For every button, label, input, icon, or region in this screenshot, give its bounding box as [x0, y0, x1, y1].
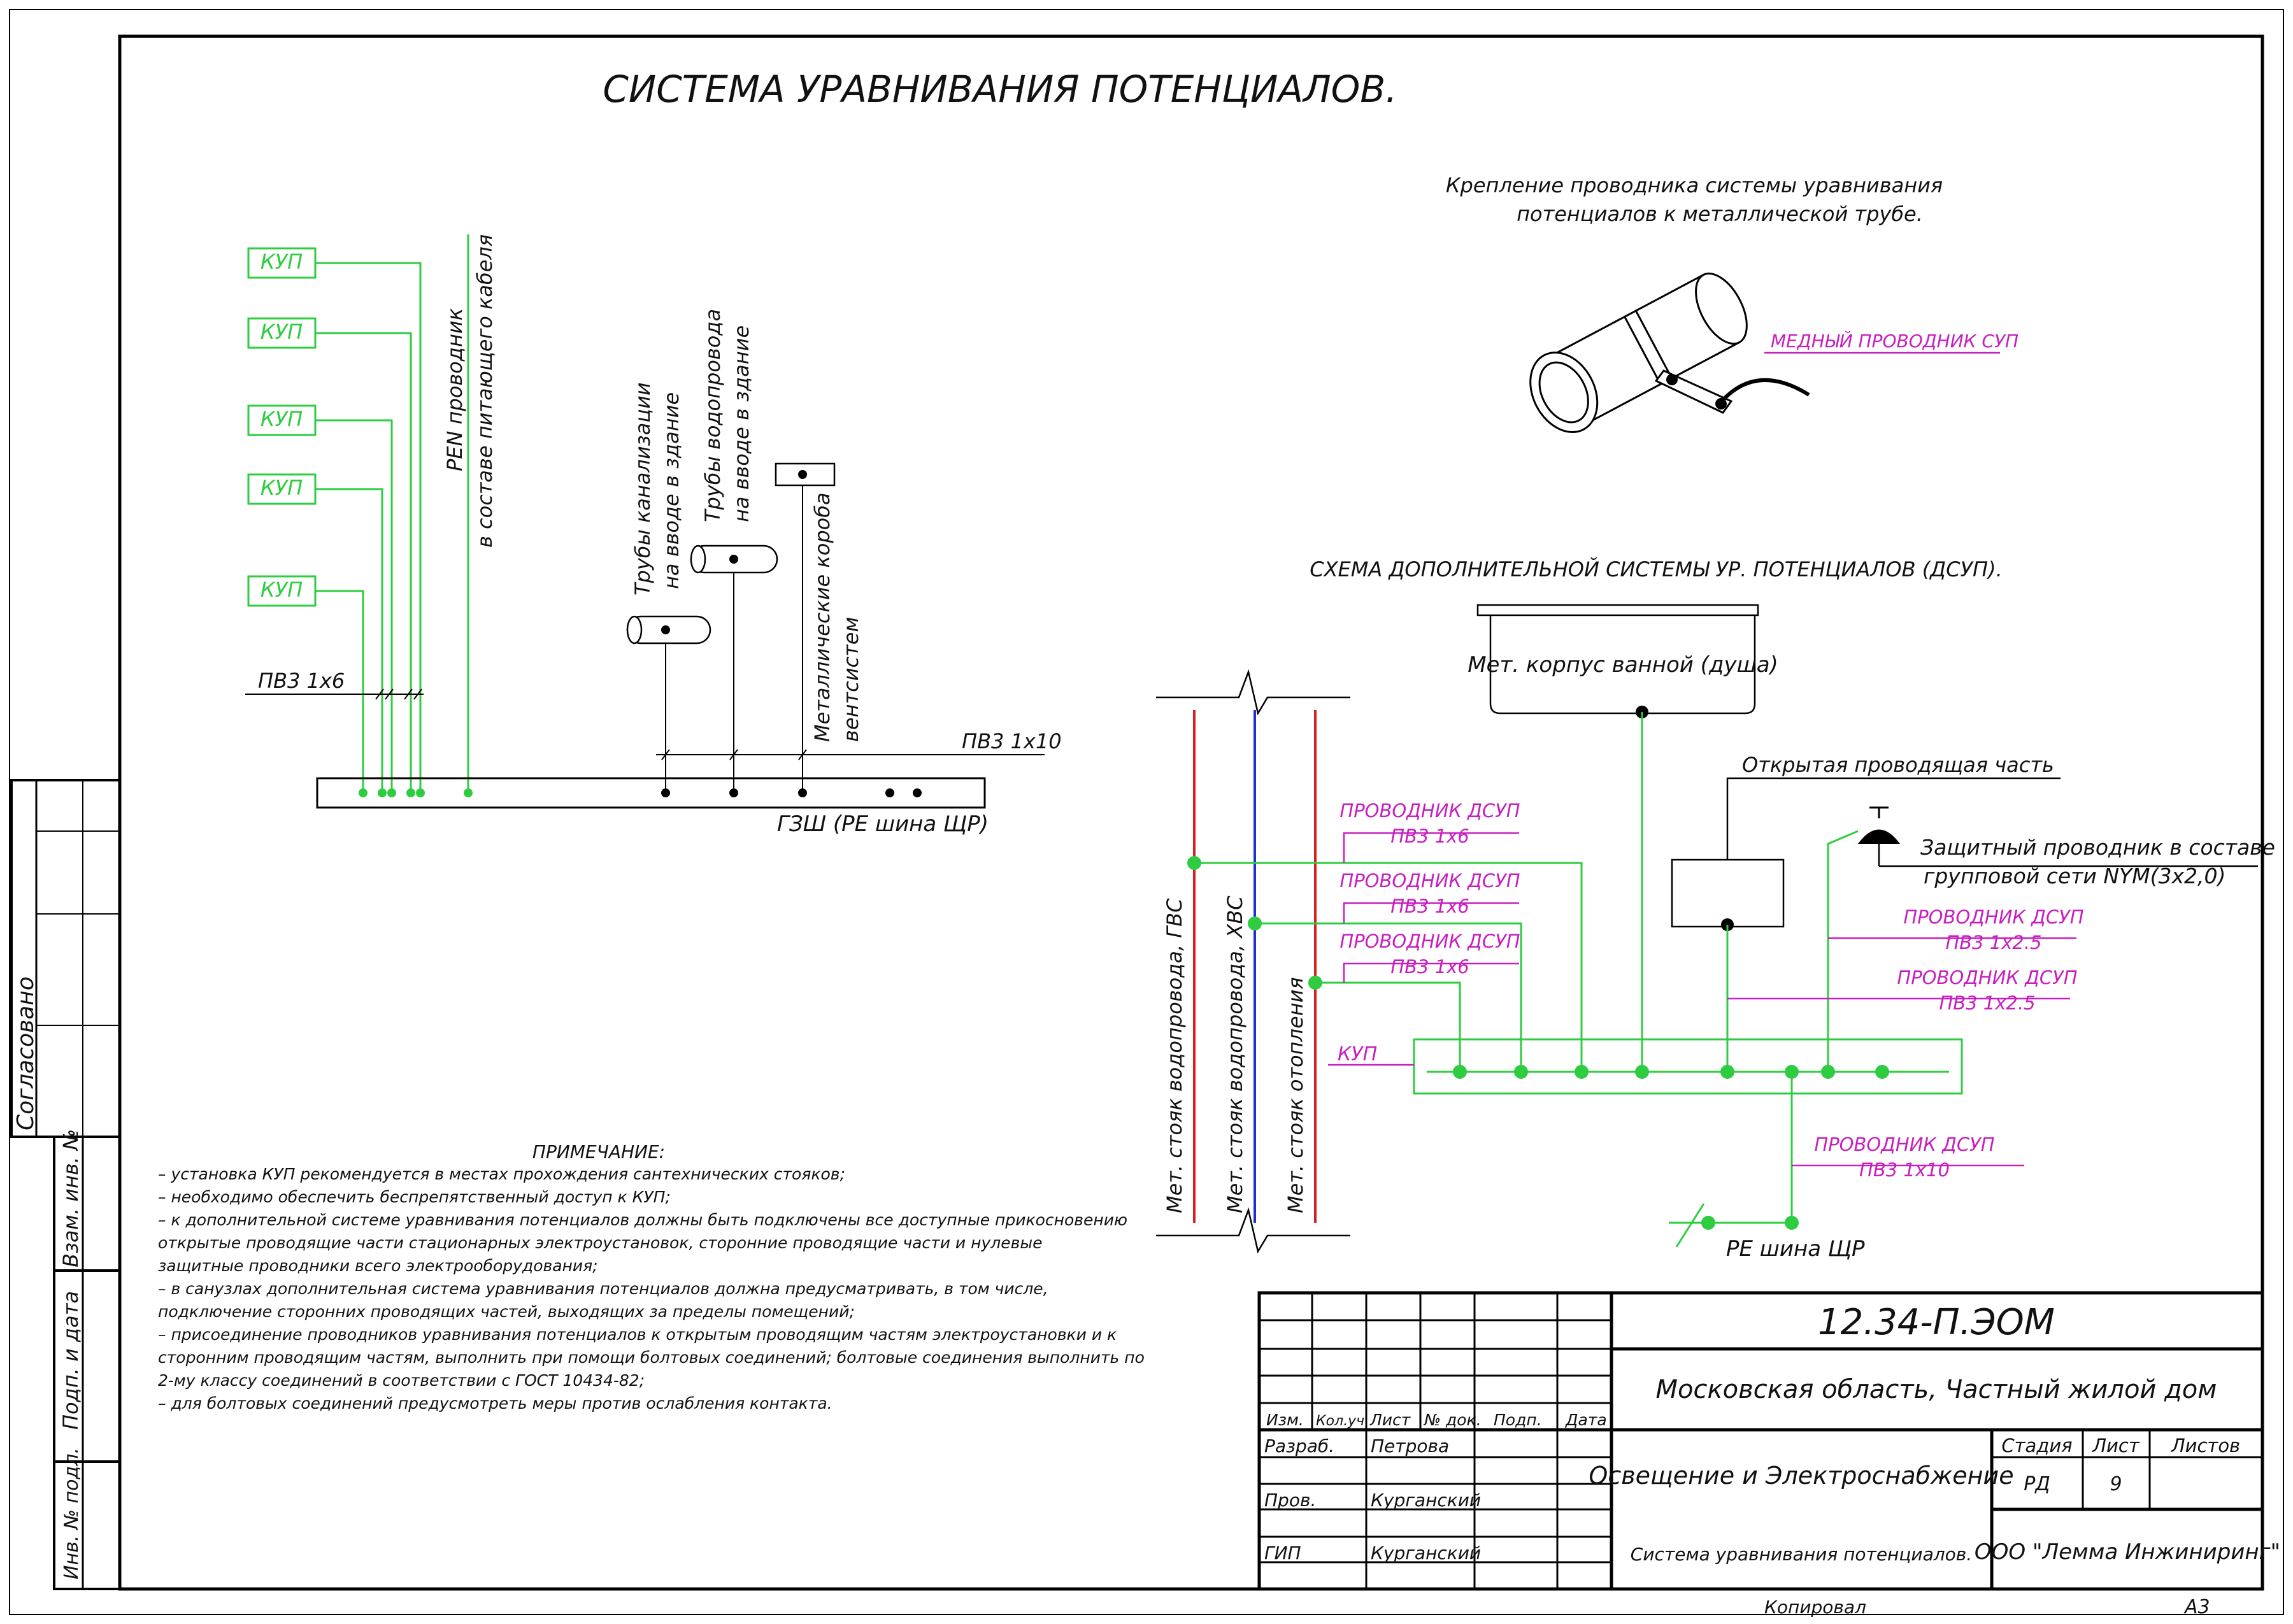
- note-line: защитные проводники всего электрооборудо…: [158, 1257, 598, 1275]
- dsup-cond-size: ПВ3 1х6: [1390, 956, 1469, 978]
- sheet-title: СИСТЕМА УРАВНИВАНИЯ ПОТЕНЦИАЛОВ.: [603, 68, 1397, 111]
- col-list: Лист: [1369, 1411, 1411, 1429]
- vzam-label: Взам. инв. №: [59, 1129, 83, 1267]
- dsup-cond-label: ПРОВОДНИК ДСУП: [1339, 870, 1520, 892]
- pipe-caption-2: потенциалов к металлической трубе.: [1517, 202, 1923, 226]
- section-name: Освещение и Электроснабжение: [1589, 1462, 2013, 1490]
- col-izm: Изм.: [1266, 1411, 1304, 1429]
- outer-frame: [9, 9, 2284, 1615]
- dsup-scheme: СХЕМА ДОПОЛНИТЕЛЬНОЙ СИСТЕМЫ УР. ПОТЕНЦИ…: [1156, 557, 2275, 1262]
- pe-bus-label: РЕ шина ЩР: [1726, 1236, 1865, 1262]
- notes-heading: ПРИМЕЧАНИЕ:: [532, 1141, 665, 1162]
- role-dev: Разраб.: [1264, 1435, 1334, 1457]
- pen-label-1: PEN проводник: [443, 308, 467, 471]
- dsup-cond-label: ПРОВОДНИК ДСУП: [1339, 930, 1520, 952]
- note-line: – для болтовых соединений предусмотреть …: [158, 1394, 832, 1413]
- note-line: подключение сторонних проводящих частей,…: [158, 1302, 855, 1321]
- water-label-2: на вводе в здание: [729, 325, 754, 522]
- dsup-cond-label: ПРОВОДНИК ДСУП: [1814, 1134, 1994, 1155]
- open-part-label: Открытая проводящая часть: [1742, 753, 2054, 777]
- listov-header: Листов: [2171, 1435, 2240, 1457]
- note-line: открытые проводящие части стационарных э…: [158, 1234, 1042, 1252]
- note-line: – к дополнительной системе уравнивания п…: [158, 1211, 1127, 1229]
- note-line: 2-му классу соединений в соответствии с …: [158, 1371, 645, 1390]
- title-block: [1257, 1291, 2264, 1591]
- main-bonding-scheme: КУП КУП КУП КУП КУП PEN проводник в сост…: [245, 234, 1062, 837]
- stage-value: РД: [2024, 1473, 2050, 1495]
- riser-heat-label: Мет. стояк отопления: [1283, 977, 1308, 1213]
- name-dev: Петрова: [1371, 1435, 1449, 1457]
- sheet-name: Система уравнивания потенциалов.: [1631, 1544, 1972, 1565]
- duct-label-2: вентсистем: [839, 616, 863, 742]
- sewer-label-2: на вводе в здание: [659, 392, 683, 589]
- col-ndok: № док.: [1423, 1411, 1482, 1429]
- col-podp: Подп.: [1494, 1411, 1542, 1429]
- copper-conductor-label: МЕДНЫЙ ПРОВОДНИК СУП: [1771, 330, 2018, 352]
- duct-label-1: Металлические короба: [810, 492, 834, 742]
- podp-label: Подп. и дата: [59, 1291, 83, 1430]
- dsup-kup-bar: [1413, 1038, 1963, 1095]
- note-line: – в санузлах дополнительная система урав…: [158, 1279, 1048, 1298]
- kup-label: КУП: [261, 250, 303, 274]
- list-header: Лист: [2092, 1435, 2140, 1457]
- object-name: Московская область, Частный жилой дом: [1656, 1375, 2217, 1404]
- col-data: Дата: [1565, 1411, 1607, 1429]
- kup-label: КУП: [261, 578, 303, 602]
- note-line: – присоединение проводников уравнивания …: [158, 1325, 1117, 1344]
- dsup-cond-label: ПРОВОДНИК ДСУП: [1339, 800, 1520, 822]
- dsup-cond-label: ПРОВОДНИК ДСУП: [1897, 967, 2077, 988]
- company-name: ООО "Лемма Инжиниринг": [1975, 1539, 2280, 1565]
- pv3-1x6-label: ПВ3 1х6: [258, 669, 345, 693]
- riser-cold-label: Мет. стояк водопровода, ХВС: [1223, 895, 1247, 1213]
- water-label-1: Трубы водопровода: [701, 309, 725, 522]
- role-check: Пров.: [1264, 1490, 1316, 1511]
- protective-label-2: групповой сети NYM(3х2,0): [1924, 864, 2225, 888]
- side-stamp: [10, 779, 121, 1590]
- note-line: – установка КУП рекомендуется в местах п…: [158, 1165, 845, 1183]
- inv-label: Инв. № подл.: [61, 1448, 83, 1579]
- dsup-cond-size: ПВ3 1х2.5: [1945, 932, 2041, 953]
- kup-label: КУП: [261, 476, 303, 500]
- riser-hot-label: Мет. стояк водопровода, ГВС: [1162, 898, 1187, 1213]
- pv3-1x10-label: ПВ3 1х10: [962, 729, 1062, 753]
- bath-label: Мет. корпус ванной (душа): [1468, 652, 1778, 678]
- role-gip: ГИП: [1264, 1542, 1301, 1563]
- pipe-caption-1: Крепление проводника системы уравнивания: [1446, 173, 1943, 197]
- col-kol: Кол.уч.: [1316, 1413, 1369, 1429]
- dsup-kup-label: КУП: [1338, 1043, 1377, 1065]
- sewer-label-1: Трубы канализации: [631, 382, 655, 595]
- note-line: – необходимо обеспечить беспрепятственны…: [158, 1188, 671, 1206]
- copied-label: Копировал: [1764, 1597, 1866, 1618]
- format-label: А3: [2183, 1596, 2210, 1618]
- dsup-cond-size: ПВ3 1х6: [1390, 825, 1469, 847]
- dsup-title: СХЕМА ДОПОЛНИТЕЛЬНОЙ СИСТЕМЫ УР. ПОТЕНЦИ…: [1310, 557, 2002, 581]
- name-gip: Курганский: [1371, 1542, 1481, 1563]
- notes-block: ПРИМЕЧАНИЕ: – установка КУП рекомендуетс…: [158, 1141, 1145, 1413]
- agreed-label: Согласовано: [13, 976, 39, 1130]
- dsup-cond-size: ПВ3 1х2.5: [1939, 992, 2035, 1014]
- note-line: сторонним проводящим частям, выполнить п…: [158, 1348, 1145, 1367]
- doc-code: 12.34-П.ЭОМ: [1818, 1302, 2055, 1343]
- protective-label-1: Защитный проводник в составе: [1920, 835, 2275, 860]
- dsup-cond-size: ПВ3 1х10: [1859, 1159, 1950, 1181]
- pipe-clamp-detail: Крепление проводника системы уравнивания…: [1446, 173, 2018, 434]
- dsup-cond-size: ПВ3 1х6: [1390, 895, 1469, 917]
- kup-label: КУП: [261, 320, 303, 344]
- name-check: Курганский: [1371, 1490, 1481, 1511]
- stage-header: Стадия: [2001, 1435, 2072, 1457]
- gzsh-label: ГЗШ (РЕ шина ЩР): [777, 811, 989, 837]
- gzsh-bus: [316, 777, 986, 809]
- sheet-number: 9: [2110, 1473, 2122, 1495]
- dsup-cond-label: ПРОВОДНИК ДСУП: [1903, 906, 2083, 928]
- pen-label-2: в составе питающего кабеля: [473, 234, 497, 548]
- kup-label: КУП: [261, 407, 303, 431]
